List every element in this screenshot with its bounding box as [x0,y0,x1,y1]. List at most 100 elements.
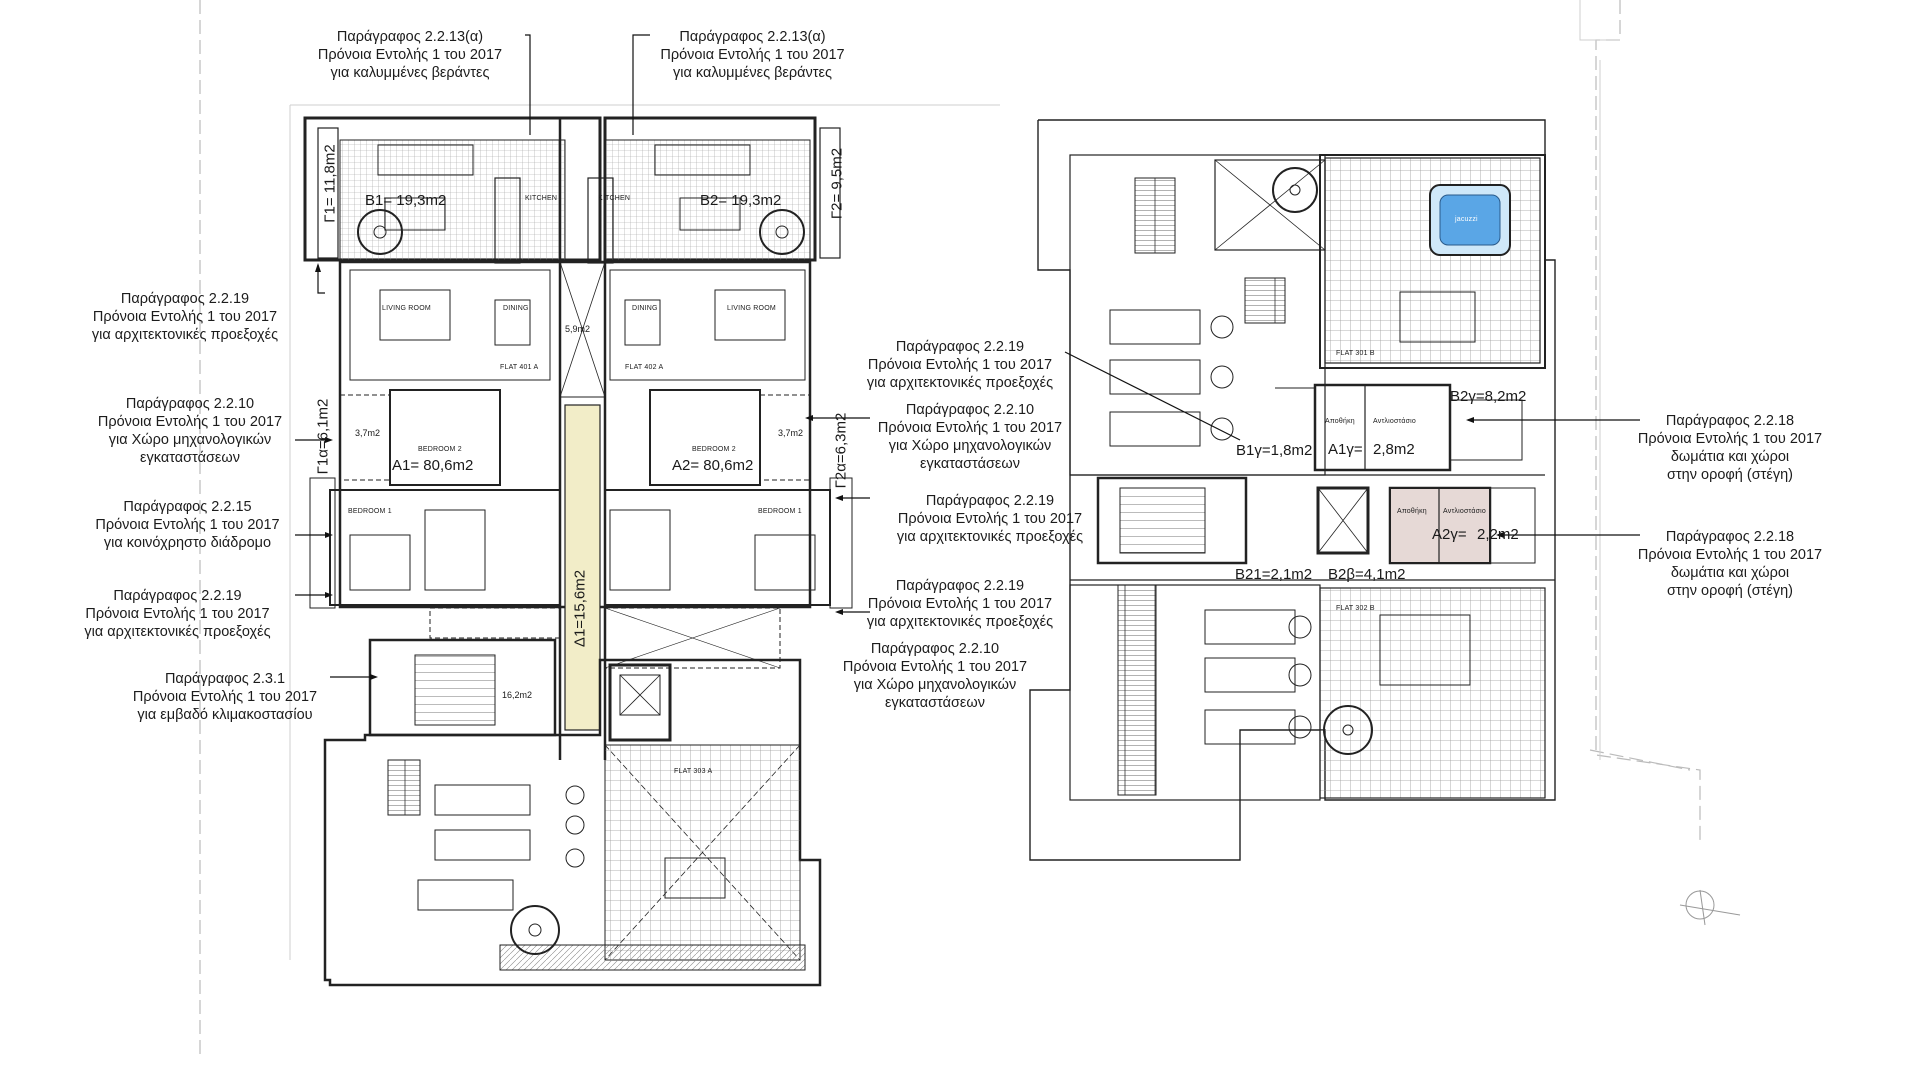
annotation-line: για καλυμμένες βεράντες [673,65,832,81]
room-pump-a2: Αντλιοστάσιο [1443,508,1486,515]
annotation-right-2218-a: Παράγραφος 2.2.18 Πρόνοια Εντολής 1 του … [1630,412,1830,484]
room-mech-left: 3,7m2 [355,428,381,438]
room-dining-right: DINING [632,305,658,312]
area-a2: A2= 80,6m2 [672,457,754,474]
annotation-line: για αρχιτεκτονικές προεξοχές [866,375,1054,391]
room-stair-area: 16,2m2 [502,690,533,700]
annotation-line: εγκαταστάσεων [920,456,1020,472]
annotation-right-2218-b: Παράγραφος 2.2.18 Πρόνοια Εντολής 1 του … [1630,528,1830,600]
area-b1: B1= 19,3m2 [365,192,447,209]
area-b1g: B1γ=1,8m2 [1236,442,1313,459]
annotation-mid-2219-c: Παράγραφος 2.2.19 Πρόνοια Εντολής 1 του … [850,577,1070,631]
annotation-line: Παράγραφος 2.2.19 [925,493,1055,509]
annotation-line: δωμάτια και χώροι [1670,565,1790,581]
annotation-line: Παράγραφος 2.2.18 [1665,413,1795,429]
annotation-line: Παράγραφος 2.2.19 [895,578,1025,594]
annotation-mid-2219-b: Παράγραφος 2.2.19 Πρόνοια Εντολής 1 του … [880,492,1100,546]
annotation-line: για αρχιτεκτονικές προεξοχές [866,614,1054,630]
room-flat-402: FLAT 402 A [625,364,664,371]
area-b2b: B2β=4,1m2 [1328,566,1406,583]
annotation-line: Πρόνοια Εντολής 1 του 2017 [842,659,1028,675]
annotation-top-left: Παράγραφος 2.2.13(α) Πρόνοια Εντολής 1 τ… [300,28,520,82]
annotation-line: Πρόνοια Εντολής 1 του 2017 [877,420,1063,436]
jacuzzi-label: jacuzzi [1455,216,1478,223]
room-storage-a1: Αποθήκη [1325,418,1355,425]
left-building [303,116,853,987]
room-living-right: LIVING ROOM [727,305,776,312]
room-kitchen-right: KITCHEN [598,195,631,202]
annotation-line: Παράγραφος 2.2.10 [905,402,1035,418]
annotation-left-2215: Παράγραφος 2.2.15 Πρόνοια Εντολής 1 του … [80,498,295,552]
annotation-line: για Χώρο μηχανολογικών [888,438,1052,454]
annotation-line: Παράγραφος 2.2.10 [870,641,1000,657]
leader-arrows [315,263,1504,680]
room-storage-a2: Αποθήκη [1397,508,1427,515]
annotation-line: στην οροφή (στέγη) [1666,583,1793,599]
annotation-line: για αρχιτεκτονικές προεξοχές [91,327,279,343]
area-b2g: B2γ=8,2m2 [1450,388,1527,405]
room-flat-301: FLAT 301 B [1336,350,1375,357]
room-bedroom1-right: BEDROOM 1 [758,508,802,515]
area-a2g: A2γ= [1432,526,1467,543]
annotation-line: Πρόνοια Εντολής 1 του 2017 [95,517,280,533]
annotation-mid-2210-a: Παράγραφος 2.2.10 Πρόνοια Εντολής 1 του … [870,401,1070,473]
annotation-line: Παράγραφος 2.2.15 [123,499,252,515]
annotation-line: Παράγραφος 2.2.18 [1665,529,1795,545]
annotation-line: για αρχιτεκτονικές προεξοχές [896,529,1084,545]
annotation-mid-2210-b: Παράγραφος 2.2.10 Πρόνοια Εντολής 1 του … [835,640,1035,712]
annotation-line: Πρόνοια Εντολής 1 του 2017 [660,47,845,63]
area-b2: B2= 19,3m2 [700,192,782,209]
annotation-line: για Χώρο μηχανολογικών [853,677,1017,693]
plot-boundary [199,0,1701,1060]
room-pump-a1: Αντλιοστάσιο [1373,418,1416,425]
annotation-line: Πρόνοια Εντολής 1 του 2017 [132,689,318,705]
annotation-line: για κοινόχρηστο διάδρομο [103,535,272,551]
room-mech-right: 3,7m2 [778,428,804,438]
room-kitchen-left: KITCHEN [525,195,558,202]
annotation-line: Πρόνοια Εντολής 1 του 2017 [1637,547,1823,563]
annotation-line: Παράγραφος 2.2.19 [113,588,242,604]
annotation-line: Παράγραφος 2.2.10 [125,396,255,412]
right-building [1029,119,1556,861]
room-bedroom1-left: BEDROOM 1 [348,508,392,515]
annotation-line: Παράγραφος 2.2.19 [895,339,1025,355]
annotation-line: Πρόνοια Εντολής 1 του 2017 [867,357,1053,373]
annotation-line: Πρόνοια Εντολής 1 του 2017 [97,414,283,430]
north-arrow-icon [1679,889,1741,926]
area-a2g-value: 2,2m2 [1477,526,1519,543]
annotation-line: Παράγραφος 2.2.13(α) [336,29,484,45]
annotation-left-2219-b: Παράγραφος 2.2.19 Πρόνοια Εντολής 1 του … [60,587,295,641]
annotation-line: για αρχιτεκτονικές προεξοχές [84,624,271,640]
annotation-left-2219-a: Παράγραφος 2.2.19 Πρόνοια Εντολής 1 του … [75,290,295,344]
room-bedroom2-left: BEDROOM 2 [418,446,462,453]
annotation-line: Πρόνοια Εντολής 1 του 2017 [867,596,1053,612]
annotation-line: στην οροφή (στέγη) [1666,467,1793,483]
annotation-line: για καλυμμένες βεράντες [330,65,490,81]
annotation-top-right: Παράγραφος 2.2.13(α) Πρόνοια Εντολής 1 τ… [640,28,865,82]
area-a1g: A1γ= [1328,441,1363,458]
leader-lines [295,34,1640,678]
annotation-left-2210: Παράγραφος 2.2.10 Πρόνοια Εντολής 1 του … [85,395,295,467]
room-flat-302: FLAT 302 B [1336,605,1375,612]
annotation-line: Πρόνοια Εντολής 1 του 2017 [1637,431,1823,447]
area-a1g-value: 2,8m2 [1373,441,1415,458]
site-lines [289,0,1620,960]
area-b21: B21=2,1m2 [1235,566,1313,583]
annotation-line: Πρόνοια Εντολής 1 του 2017 [317,47,503,63]
annotation-left-231: Παράγραφος 2.3.1 Πρόνοια Εντολής 1 του 2… [120,670,330,724]
area-g1: Γ1= 11,8m2 [321,144,339,223]
area-g1a: Γ1α=6,1m2 [314,398,332,475]
annotation-line: Πρόνοια Εντολής 1 του 2017 [85,606,270,622]
annotation-line: δωμάτια και χώροι [1670,449,1790,465]
area-a1: A1= 80,6m2 [392,457,474,474]
annotation-line: για Χώρο μηχανολογικών [108,432,272,448]
area-d1: Δ1=15,6m2 [571,569,589,648]
annotation-line: Παράγραφος 2.2.19 [120,291,250,307]
room-dining-left: DINING [503,305,529,312]
room-bedroom2-right: BEDROOM 2 [692,446,736,453]
annotation-line: για εμβαδό κλιμακοστασίου [137,707,313,723]
area-g2: Γ2= 9,5m2 [828,147,846,220]
room-shaft-area: 5,9m2 [565,324,591,334]
annotation-line: εγκαταστάσεων [885,695,985,711]
